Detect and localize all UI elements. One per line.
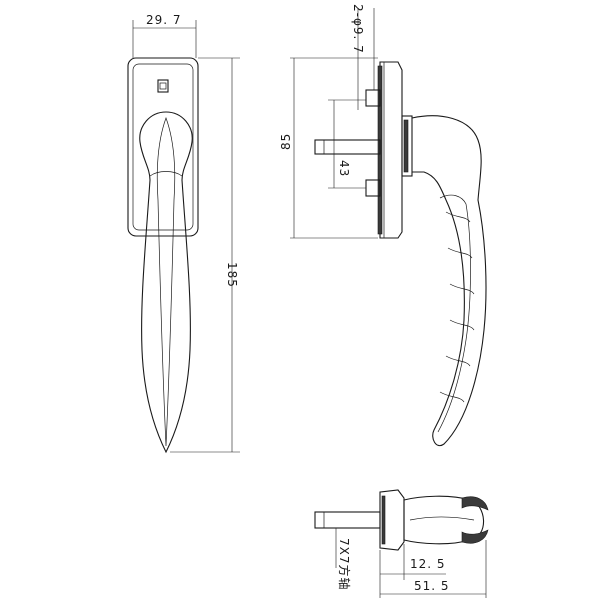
dim-front-width: 29. 7 — [146, 13, 182, 27]
front-view: 29. 7 185 — [127, 13, 240, 454]
side-view: 2-φ9. 7 85 43 — [279, 4, 487, 447]
top-handle — [403, 495, 485, 545]
top-view: 7X7方轴 12. 5 51. 5 — [314, 489, 489, 598]
dim-spindle-spec: 7X7方轴 — [337, 538, 352, 591]
side-base — [379, 61, 403, 239]
dim-holes: 2-φ9. 7 — [351, 4, 365, 54]
dim-overall-height: 185 — [225, 262, 239, 288]
top-spindle — [314, 511, 381, 529]
screw-stud-top — [365, 89, 381, 107]
dim-base-depth: 12. 5 — [410, 557, 446, 571]
grip-ridges — [439, 211, 475, 403]
front-handle-lever — [139, 111, 193, 454]
side-spindle — [314, 139, 381, 155]
dim-hole-spacing: 85 — [279, 133, 293, 150]
side-handle — [411, 115, 487, 447]
lock-badge-icon — [157, 79, 169, 93]
dim-total-depth: 51. 5 — [414, 579, 450, 593]
dim-spindle-offset: 43 — [337, 160, 351, 177]
front-rose-outer — [127, 57, 199, 237]
front-rose-inner — [132, 63, 194, 231]
top-base — [379, 489, 405, 551]
